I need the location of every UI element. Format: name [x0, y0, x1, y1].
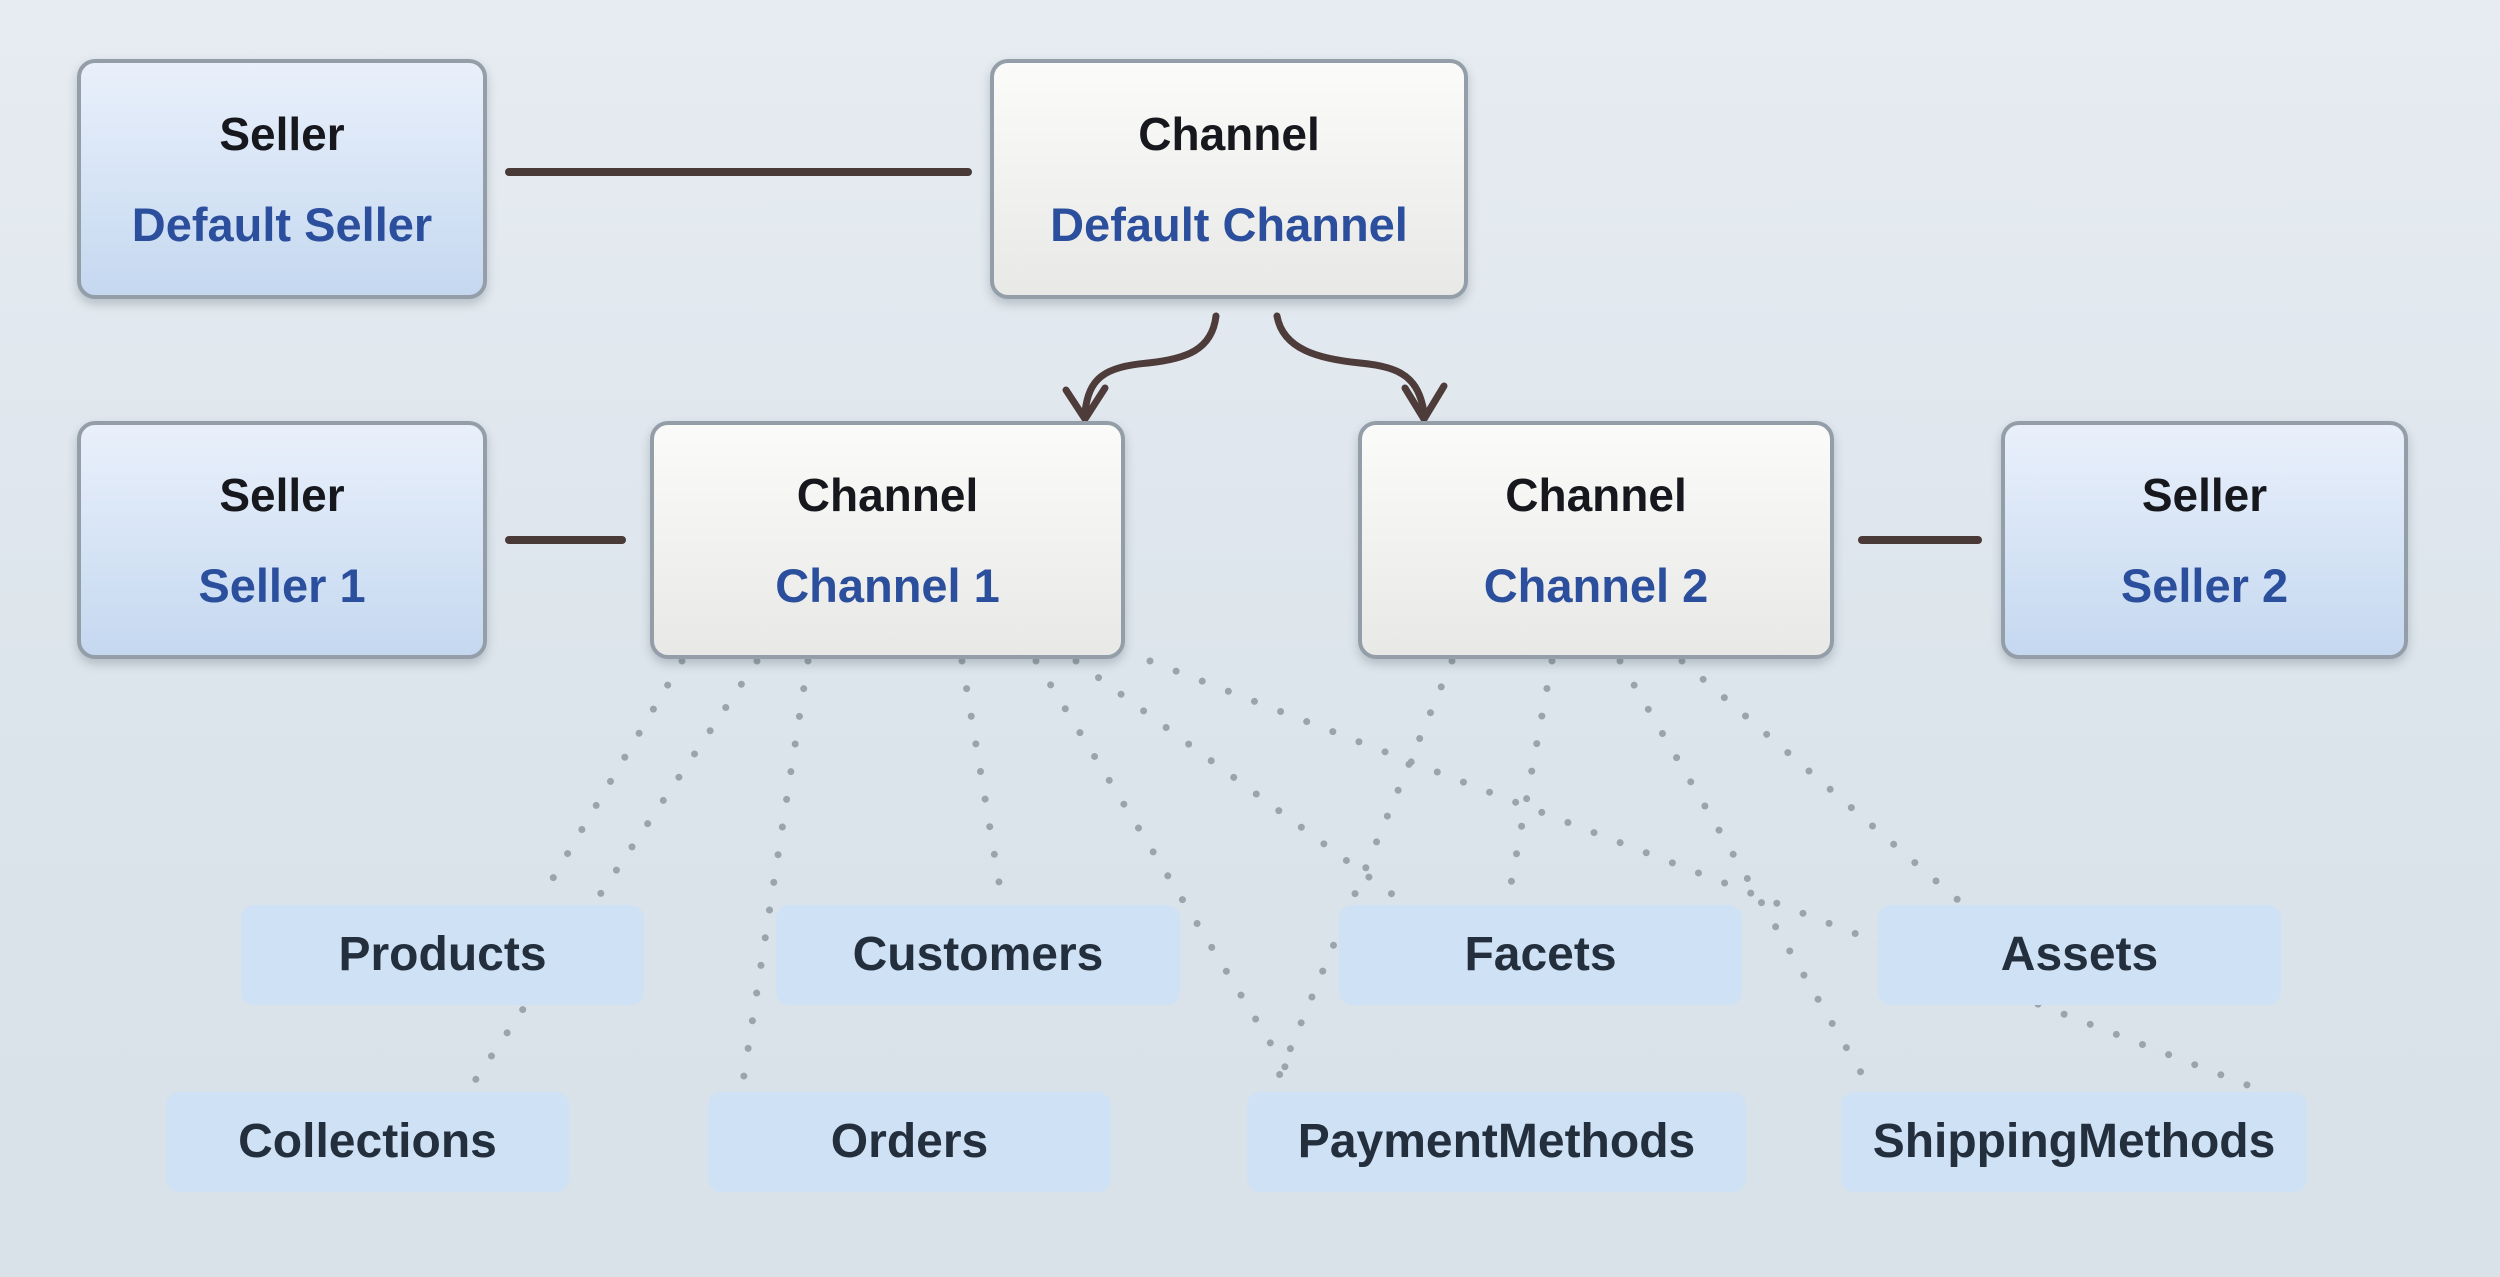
entity-label: PaymentMethods: [1297, 1115, 1696, 1168]
node-title: Seller: [219, 468, 345, 521]
node-name: Seller 2: [2120, 558, 2289, 612]
entity-orders: Orders: [708, 1092, 1111, 1192]
node-title: Channel: [1138, 107, 1320, 160]
entity-facets: Facets: [1339, 905, 1742, 1005]
entity-label: ShippingMethods: [1872, 1115, 2276, 1168]
arrowhead-icon: [1401, 382, 1448, 423]
node-name: Default Channel: [1050, 197, 1408, 251]
node-title: Seller: [2141, 468, 2268, 521]
dotted-link-channel-2-to-shipping-methods: [1616, 657, 1874, 1092]
node-name: Channel 1: [775, 558, 1000, 612]
arrow-default-channel-to-channel-1: [1081, 312, 1220, 416]
entity-label: Assets: [2000, 928, 2159, 981]
node-title: Channel: [1505, 468, 1687, 521]
entity-products: Products: [241, 905, 644, 1005]
dotted-link-channel-1-to-payment-methods: [1032, 657, 1302, 1092]
entity-label: Collections: [238, 1115, 497, 1168]
node-name: Default Seller: [131, 197, 433, 251]
dotted-link-channel-1-to-facets: [1072, 657, 1404, 904]
dotted-link-channel-1-to-shipping-methods: [1146, 657, 2259, 1092]
entity-label: Customers: [852, 928, 1104, 981]
node-title: Seller: [219, 107, 345, 160]
arrow-default-channel-to-channel-2: [1273, 312, 1428, 416]
dotted-link-channel-1-to-collections: [466, 657, 761, 1092]
entity-label: Orders: [830, 1115, 989, 1168]
entity-customers: Customers: [776, 905, 1180, 1005]
node-name: Channel 2: [1483, 558, 1709, 612]
entity-shipping-methods: ShippingMethods: [1841, 1092, 2307, 1192]
entity-collections: Collections: [166, 1092, 569, 1192]
arrowhead-icon: [1062, 384, 1109, 423]
entity-label: Products: [338, 928, 547, 981]
dotted-link-channel-1-to-products: [536, 657, 686, 904]
entity-assets: Assets: [1878, 905, 2281, 1005]
entity-label: Facets: [1464, 928, 1617, 981]
entity-payment-methods: PaymentMethods: [1247, 1092, 1746, 1192]
node-title: Channel: [796, 468, 979, 521]
node-name: Seller 1: [198, 558, 366, 612]
